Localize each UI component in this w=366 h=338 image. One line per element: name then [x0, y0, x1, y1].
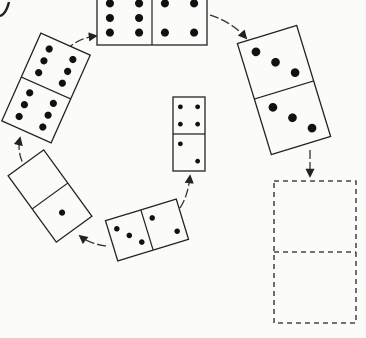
pip [178, 122, 183, 127]
domino-center [173, 97, 205, 171]
domino-top [97, 0, 207, 45]
corner-mark [0, 2, 9, 16]
domino-lower-left [8, 150, 92, 242]
pip [161, 29, 169, 37]
pip [106, 29, 114, 37]
arrow-bottom-to-center [180, 176, 190, 208]
arrow-bottom-to-lower-left [80, 236, 106, 246]
domino-upper-right [237, 25, 330, 154]
domino-answer-slot [274, 181, 356, 323]
pip [195, 104, 200, 109]
domino-left [2, 33, 90, 143]
pip [195, 122, 200, 127]
pip [190, 29, 198, 37]
pip [135, 29, 143, 37]
pip [178, 104, 183, 109]
pip [135, 14, 143, 22]
arrow-top-to-upper-right [210, 15, 246, 38]
domino-bottom [105, 199, 188, 261]
pip [106, 14, 114, 22]
pip [178, 141, 183, 146]
pip [195, 159, 200, 164]
